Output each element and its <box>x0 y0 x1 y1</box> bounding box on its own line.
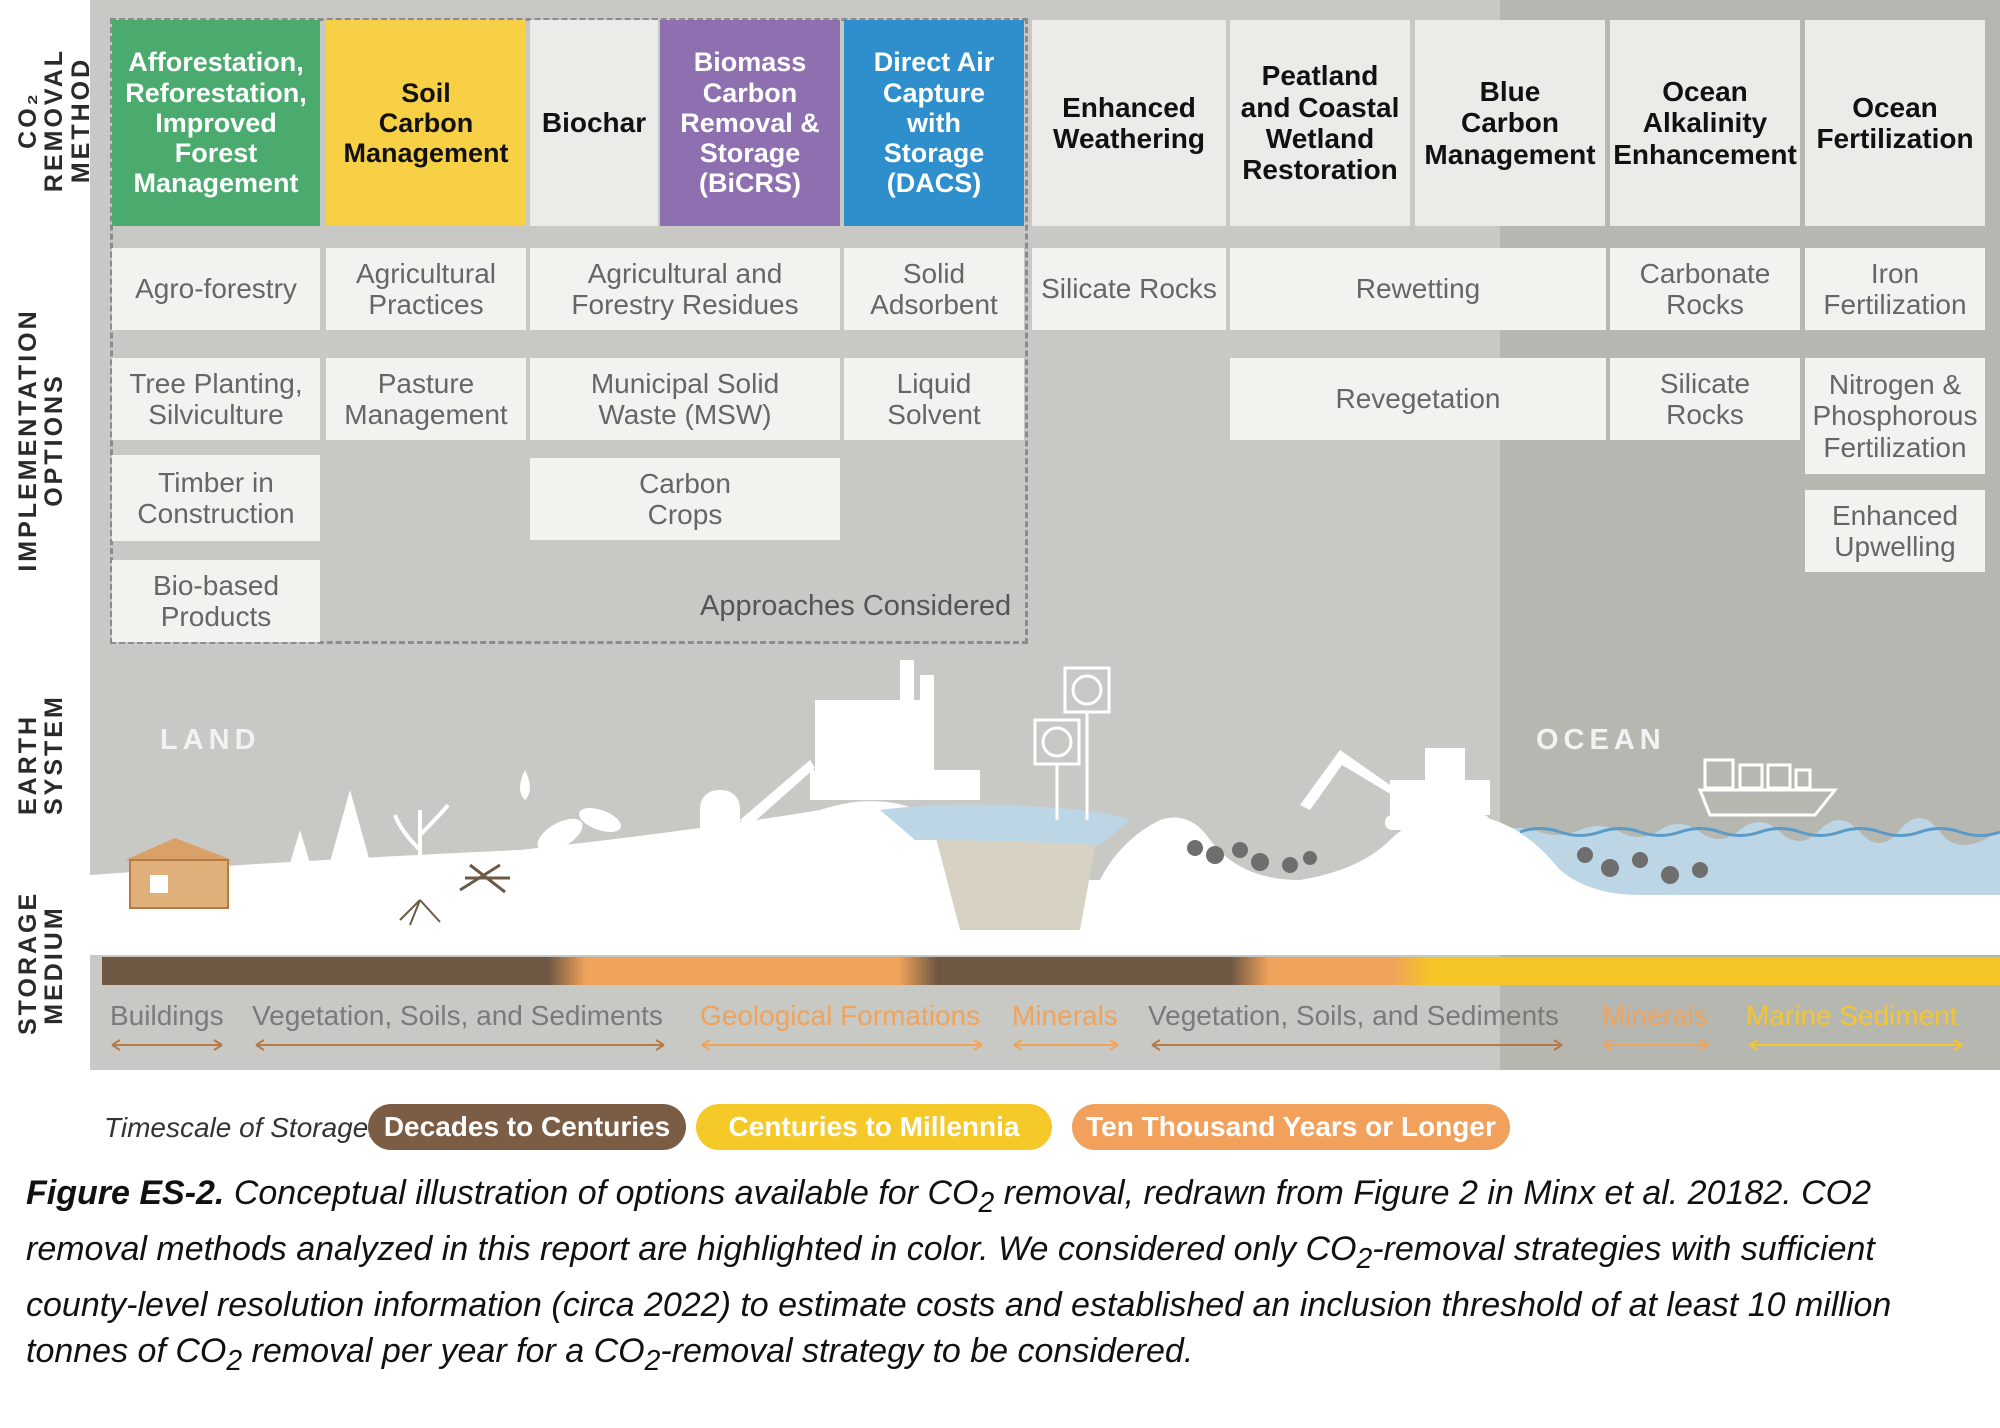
option-ag-forestry-residues: Agricultural and Forestry Residues <box>530 248 840 330</box>
option-np-fertilization: Nitrogen & Phosphorous Fertilization <box>1805 358 1985 474</box>
figure-caption: Figure ES-2. Conceptual illustration of … <box>26 1174 1892 1377</box>
arrow-vegetation-coast <box>1151 1039 1563 1051</box>
method-2: Soil Carbon Management <box>326 20 526 226</box>
earth-system-illustration <box>90 660 2000 955</box>
storage-label-buildings: Buildings <box>110 1000 224 1031</box>
option-carbonate-rocks: Carbonate Rocks <box>1610 248 1800 330</box>
cabin-icon <box>125 838 232 909</box>
diagram-panel: CO₂ REMOVAL METHOD IMPLEMENTATION OPTION… <box>0 0 2000 1070</box>
left-strip <box>0 0 90 1070</box>
timescale-centuries: Centuries to Millennia <box>696 1104 1052 1150</box>
option-pasture: Pasture Management <box>326 358 526 440</box>
rock-pile-icons <box>1187 840 1708 884</box>
caption-figure-number: Figure ES-2. <box>26 1174 225 1212</box>
option-carbon-crops: Carbon Crops <box>530 458 840 540</box>
storage-arrows <box>111 1039 1963 1051</box>
storage-label-geological: Geological Formations <box>700 1000 981 1031</box>
biomass-facility-icon <box>700 660 980 860</box>
method-9: Ocean Alkalinity Enhancement <box>1610 20 1800 226</box>
arrow-marine <box>1749 1039 1963 1051</box>
option-tree-planting: Tree Planting, Silviculture <box>112 358 320 440</box>
dac-fan-icons <box>1033 666 1111 820</box>
approaches-frame <box>110 18 1028 644</box>
option-solid-adsorbent: Solid Adsorbent <box>844 248 1024 330</box>
arrow-minerals-ocean <box>1603 1039 1709 1051</box>
method-3: Biochar <box>530 20 658 226</box>
option-bio-based: Bio-based Products <box>112 560 320 642</box>
approaches-label: Approaches Considered <box>700 590 1012 622</box>
crop-plant-icon <box>393 803 450 926</box>
storage-bar <box>102 957 2000 985</box>
option-rewetting: Rewetting <box>1230 248 1606 330</box>
storage-label-minerals-land: Minerals <box>1012 1000 1118 1031</box>
geological-pit <box>930 814 1100 930</box>
pit-water <box>880 804 1130 845</box>
option-enhanced-upwelling: Enhanced Upwelling <box>1805 490 1985 572</box>
arrow-geological <box>701 1039 983 1051</box>
storage-label-marine: Marine Sediment <box>1746 1000 1958 1031</box>
ocean-wave-line <box>1519 827 2000 837</box>
leaves-icon <box>537 807 621 852</box>
arrow-buildings <box>111 1039 223 1051</box>
storage-label-vegetation-land: Vegetation, Soils, and Sediments <box>252 1000 663 1031</box>
water-drop-icon <box>520 770 530 800</box>
option-iron-fertilization: Iron Fertilization <box>1805 248 1985 330</box>
option-msw: Municipal Solid Waste (MSW) <box>530 358 840 440</box>
arrow-minerals-land <box>1013 1039 1119 1051</box>
tree-icons <box>285 790 375 898</box>
ground <box>90 801 2000 955</box>
method-8: Blue Carbon Management <box>1415 20 1605 226</box>
method-6: Enhanced Weathering <box>1032 20 1226 226</box>
storage-label-vegetation-coast: Vegetation, Soils, and Sediments <box>1148 1000 1559 1031</box>
ocean-water <box>1500 817 2000 895</box>
land-label: LAND <box>160 724 261 756</box>
excavator-icon <box>1300 748 1490 830</box>
option-silicate-rocks-oae: Silicate Rocks <box>1610 358 1800 440</box>
option-liquid-solvent: Liquid Solvent <box>844 358 1024 440</box>
method-5: Direct Air Capture with Storage (DACS) <box>844 20 1024 226</box>
ship-icon <box>1697 758 1839 817</box>
option-silicate-rocks-ew: Silicate Rocks <box>1032 248 1226 330</box>
option-agricultural-practices: Agricultural Practices <box>326 248 526 330</box>
option-revegetation: Revegetation <box>1230 358 1606 440</box>
storage-label-minerals-ocean: Minerals <box>1602 1000 1708 1031</box>
option-timber: Timber in Construction <box>112 455 320 541</box>
wood-pile-icon <box>459 863 510 894</box>
method-7: Peatland and Coastal Wetland Restoration <box>1230 20 1410 226</box>
timescale-label: Timescale of Storage: <box>104 1112 377 1143</box>
option-agro-forestry: Agro-forestry <box>112 248 320 330</box>
method-1: Afforestation, Reforestation, Improved F… <box>112 20 320 226</box>
arrow-vegetation-land <box>255 1039 665 1051</box>
method-4: Biomass Carbon Removal & Storage (BiCRS) <box>660 20 840 226</box>
timescale-decades: Decades to Centuries <box>368 1104 686 1150</box>
ocean-label: OCEAN <box>1536 724 1666 756</box>
timescale-ten-thousand: Ten Thousand Years or Longer <box>1072 1104 1510 1150</box>
method-10: Ocean Fertilization <box>1805 20 1985 226</box>
